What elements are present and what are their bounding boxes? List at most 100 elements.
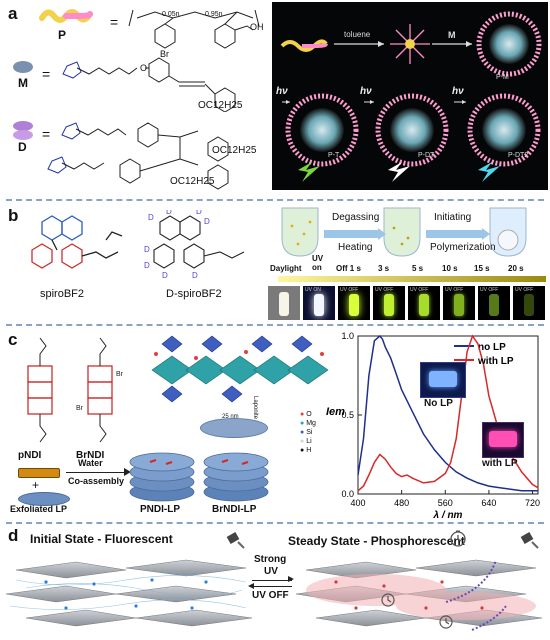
step-hv-1: hν (276, 86, 288, 97)
pndi-lp-label: PNDI-LP (140, 504, 180, 515)
x-tick-label-4: 720 (525, 498, 540, 508)
panel-b-label: b (8, 206, 19, 225)
uvoff-tag-6: UV OFF (515, 287, 534, 293)
step-toluene: toluene (344, 30, 371, 39)
stacked-disks (129, 452, 269, 502)
legend-li: ● Li (300, 438, 312, 445)
p-equals: = (110, 14, 119, 30)
oh-label: OH (250, 22, 264, 32)
plus-label: + (32, 478, 40, 492)
state2-title: Steady State - Phosphorescent (288, 534, 465, 548)
separator-bc (6, 324, 544, 326)
vial-20s: UV OFF (513, 286, 545, 320)
reverse-arrow (252, 586, 292, 587)
uvoff-tag-4: UV OFF (445, 287, 464, 293)
m-o-label: O (140, 63, 148, 73)
timeline-15s: 15 s (474, 264, 490, 273)
br-label: Br (160, 49, 169, 59)
exfoliated-disk (18, 492, 70, 506)
cyan-bolt-icon (478, 162, 500, 182)
d-spirobf2-label: D-spiroBF2 (166, 288, 222, 300)
assembly-scheme-art (280, 11, 542, 182)
p-label: P (58, 28, 67, 42)
assembly-scheme: toluene M hν hν hν P-M P-T P-DT P-DT2 (272, 2, 548, 190)
uvoff-tag-2: UV OFF (375, 287, 394, 293)
vial-3s: UV OFF (373, 286, 405, 320)
y-axis-label: Iem (326, 406, 345, 418)
legend-h: ● H (300, 447, 312, 454)
d-label: D (18, 140, 27, 154)
state-pdt: P-DT (418, 152, 435, 159)
y-tick-label-2: 1.0 (341, 331, 354, 341)
inset-with-lp (482, 422, 524, 458)
y-tick-label-0: 0.0 (341, 489, 354, 499)
brndi-label: BrNDI (76, 450, 105, 461)
arrow-label-strong: Strong (254, 554, 287, 565)
timeline-bar (278, 276, 546, 282)
inset-no-lp (420, 362, 466, 398)
timeline-daylight: Daylight (270, 264, 302, 273)
m-equals: = (42, 66, 51, 82)
vial-off1: UV OFF (338, 286, 370, 320)
vial-uvon: UV ON (303, 286, 335, 320)
vial-photos: UV ON UV OFF UV OFF UV OFF UV OFF UV OFF… (268, 286, 546, 320)
legend-o: ● O (300, 411, 312, 418)
brndi-lp-label: BrNDI-LP (212, 504, 257, 515)
m-structure (62, 57, 236, 112)
svg-text:Br: Br (76, 405, 84, 412)
separator-cd (6, 522, 544, 524)
inset-no-lp-label: No LP (424, 398, 453, 409)
x-tick-label-2: 560 (438, 498, 453, 508)
laponite-disk (200, 418, 268, 438)
svg-text:D: D (166, 210, 172, 216)
step-m: M (448, 30, 456, 40)
polymer-p-icon (39, 9, 93, 23)
panel-c-label: c (8, 330, 18, 349)
uvoff-tag-1: UV OFF (340, 287, 359, 293)
svg-text:D: D (192, 271, 198, 280)
coassembly-label: Co-assembly (68, 476, 125, 486)
state-pt: P-T (328, 152, 340, 159)
steady-state-art (296, 559, 543, 631)
step-hv-3: hν (452, 86, 464, 97)
uvoff-tag-3: UV OFF (410, 287, 429, 293)
step-degassing: Degassing (332, 212, 380, 223)
x-subscript: 0.05n (162, 11, 180, 18)
panel-a-label: a (8, 4, 18, 23)
step-polymerization: Polymerization (430, 242, 496, 253)
timeline-5s: 5 s (412, 264, 424, 273)
state1-title: Initial State - Fluorescent (30, 532, 173, 546)
inset-no-lp-vial (429, 371, 457, 387)
svg-text:D: D (144, 261, 150, 270)
d-structure (47, 122, 229, 190)
white-bolt-icon (388, 162, 410, 182)
x-axis-label: λ / nm (433, 510, 463, 518)
y-tick-label-1: 0.5 (341, 410, 354, 420)
assembly-arrowhead (124, 468, 131, 476)
state-pdt2: P-DT2 (508, 152, 529, 159)
pndi-label: pNDI (18, 450, 42, 461)
exfoliated-label: Exfoliated LP (10, 504, 68, 514)
reverse-arrowhead (248, 583, 254, 589)
initial-state-art (6, 559, 253, 627)
x-tick-label-3: 640 (481, 498, 496, 508)
inset-with-lp-vial (489, 431, 517, 447)
d-chain-label-1: OC12H25 (212, 145, 257, 156)
legend-mg: ● Mg (300, 420, 316, 427)
legend-label-1: with LP (477, 356, 514, 367)
process-scheme (281, 207, 527, 257)
series-line-no-lp (357, 334, 538, 492)
dimer-d-icon (13, 121, 33, 140)
green-bolt-icon (298, 162, 320, 182)
timeline-20s: 20 s (508, 264, 524, 273)
forward-arrow (252, 580, 292, 581)
d-equals: = (42, 126, 51, 142)
panel-d-label: d (8, 526, 19, 545)
state-pm: P-M (496, 74, 509, 81)
step-heating: Heating (338, 242, 373, 253)
vial-15s: UV OFF (478, 286, 510, 320)
